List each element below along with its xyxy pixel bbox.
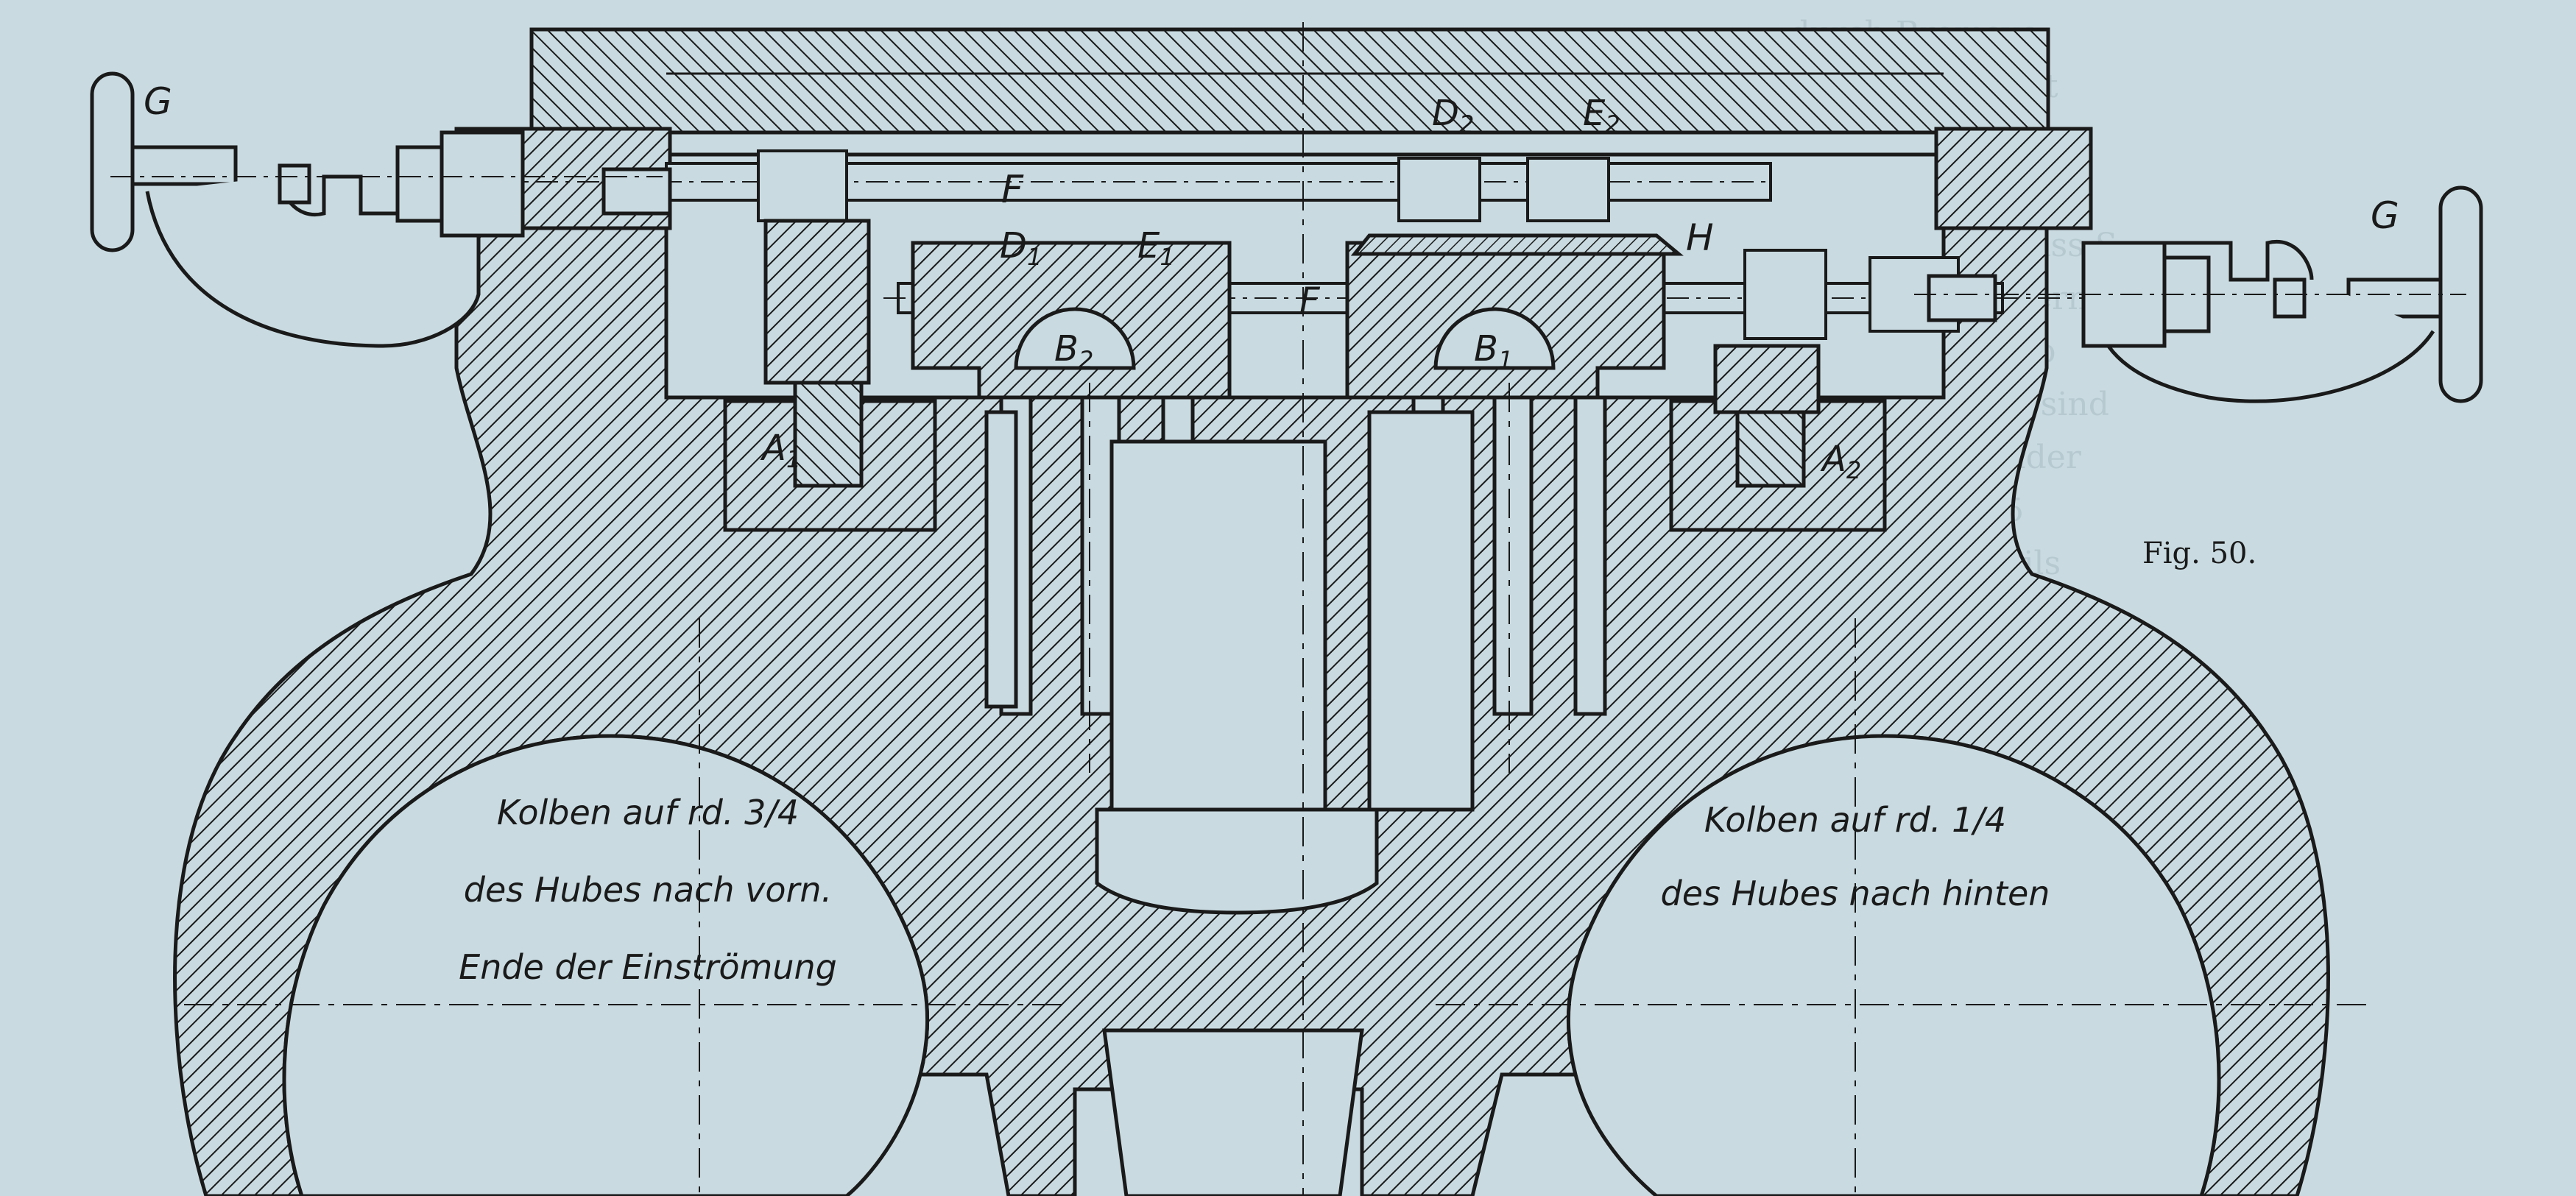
label-d1: D1 [1000, 225, 1042, 271]
handwheel-right[interactable] [1914, 185, 2483, 403]
part-labels: F F G G H D1 E1 D2 E2 B2 B1 A1 A2 [144, 80, 2399, 484]
valve-cap-h [1350, 233, 1684, 256]
right-note-line2: des Hubes nach hinten [1661, 874, 2050, 913]
spindle-f-upper [412, 149, 1772, 222]
label-f-upper: F [1001, 168, 1024, 212]
right-cylinder-annotation: Kolben auf rd. 1/4 des Hubes nach hinten [1661, 800, 2050, 913]
handwheel-left[interactable] [90, 71, 672, 348]
label-e2: E2 [1583, 93, 1620, 138]
label-f-lower: F [1299, 280, 1321, 322]
guide-a1 [723, 219, 937, 532]
label-g-right: G [2371, 194, 2399, 237]
label-e1: E1 [1137, 225, 1175, 271]
label-h: H [1686, 216, 1714, 259]
left-note-line1: Kolben auf rd. 3/4 [497, 793, 799, 832]
label-a2: A2 [1820, 439, 1861, 484]
figure-caption: Fig. 50. [2142, 537, 2256, 570]
label-b2: B2 [1054, 328, 1093, 374]
label-b1: B1 [1474, 328, 1513, 374]
label-d2: D2 [1432, 93, 1474, 138]
label-g-left: G [144, 80, 172, 123]
guide-a2 [1669, 344, 1887, 532]
left-note-line2: des Hubes nach vorn. [464, 870, 832, 910]
top-cover-plate [529, 27, 2050, 157]
left-cylinder-annotation: Kolben auf rd. 3/4 des Hubes nach vorn. … [459, 793, 837, 987]
right-note-line1: Kolben auf rd. 1/4 [1704, 800, 2006, 840]
center-lines [184, 22, 2371, 1196]
steam-ports [984, 410, 1475, 1196]
left-note-line3: Ende der Einströmung [459, 947, 837, 987]
label-a1: A1 [760, 428, 801, 473]
